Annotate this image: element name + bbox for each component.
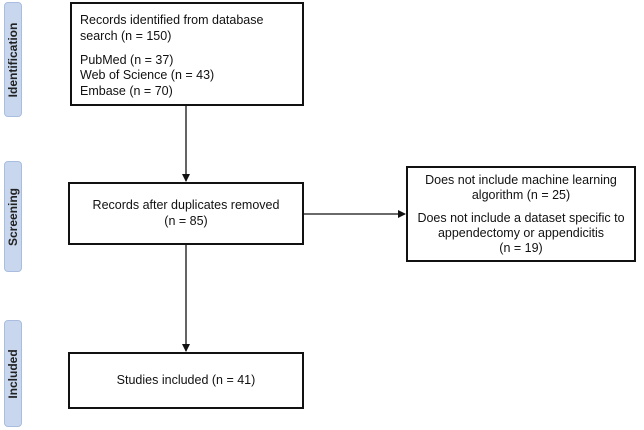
source-web-of-science: Web of Science (n = 43)	[80, 68, 215, 83]
exclusion-line-1: Does not include machine learning	[425, 172, 617, 187]
duplicates-line-2: (n = 85)	[164, 213, 208, 228]
exclusion-line-5: (n = 19)	[499, 240, 543, 255]
identification-line-2: search (n = 150)	[80, 28, 172, 43]
source-pubmed: PubMed (n = 37)	[80, 52, 174, 67]
exclusion-line-2: algorithm (n = 25)	[471, 187, 571, 202]
identification-line-1: Records identified from database	[80, 13, 264, 27]
exclusion-line-4: appendectomy or appendicitis	[437, 225, 605, 240]
stage-tab-screening: Screening	[4, 161, 22, 272]
stage-tab-identification: Identification	[4, 2, 22, 117]
included-line-1: Studies included (n = 41)	[116, 372, 256, 387]
studies-included-box: Studies included (n = 41)	[68, 352, 304, 409]
stage-tab-included: Included	[4, 320, 22, 427]
duplicates-removed-box: Records after duplicates removed (n = 85…	[68, 182, 304, 245]
duplicates-line-1: Records after duplicates removed	[92, 197, 280, 212]
exclusion-box: Does not include machine learning algori…	[406, 166, 636, 262]
source-embase: Embase (n = 70)	[80, 84, 173, 98]
exclusion-line-3: Does not include a dataset specific to	[417, 210, 625, 225]
identification-box: Records identified from database search …	[70, 2, 304, 106]
